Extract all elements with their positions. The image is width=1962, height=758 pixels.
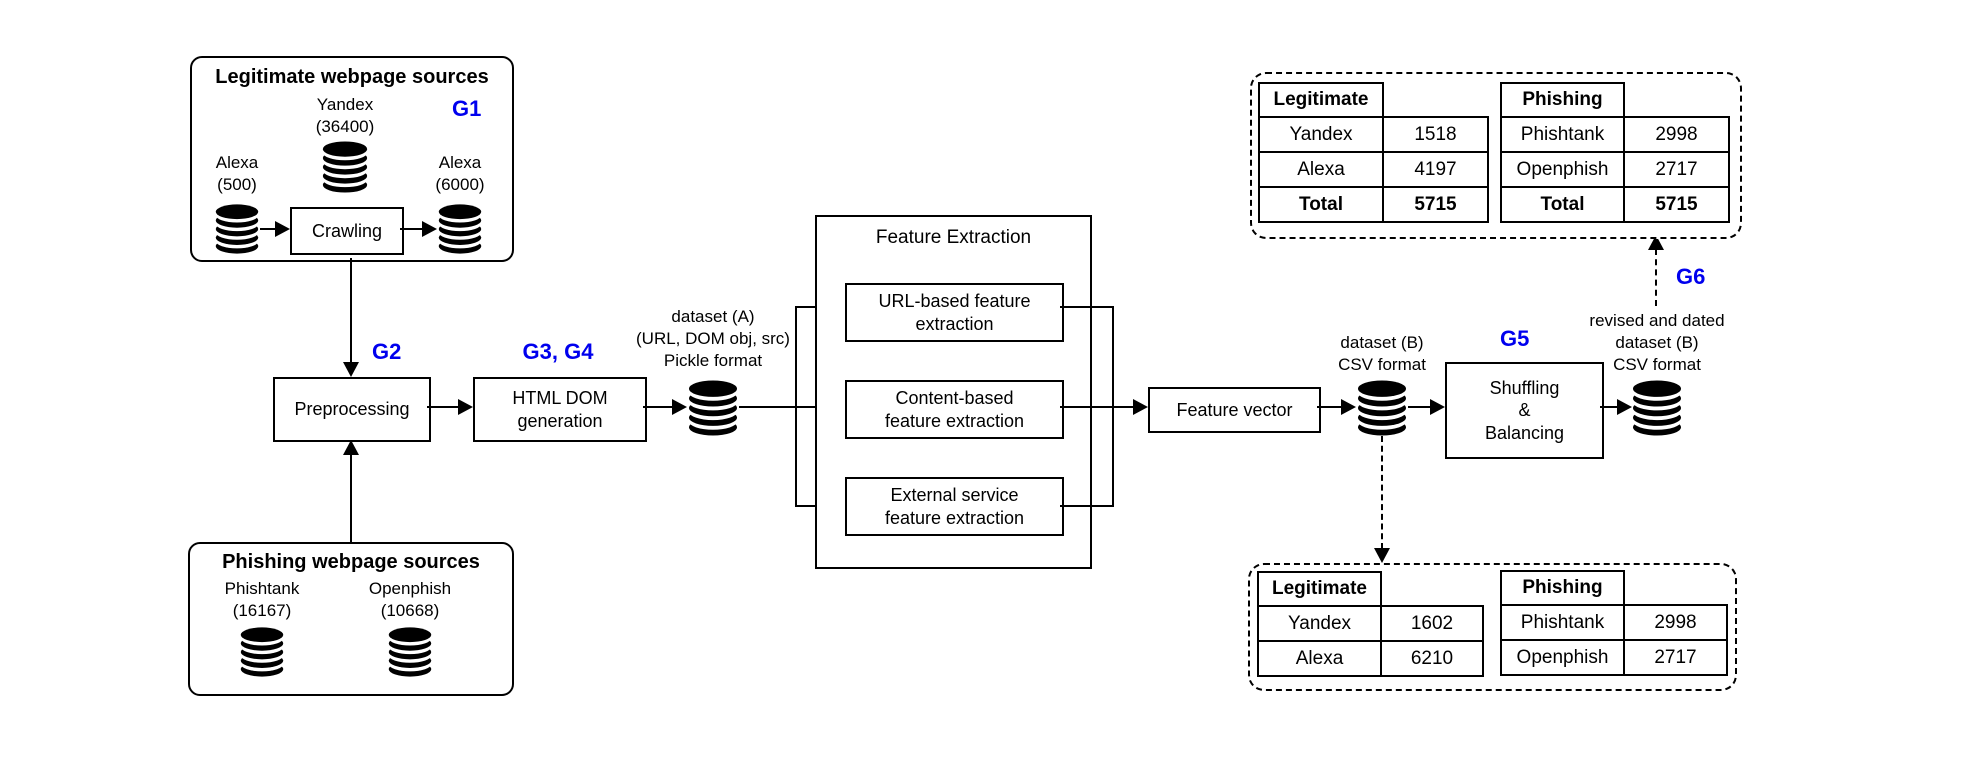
arrowhead: [458, 399, 473, 415]
feature-vector-node: Feature vector: [1148, 387, 1321, 433]
database-icon: [321, 141, 369, 193]
g2-label: G2: [372, 339, 402, 364]
line-content-out: [1060, 406, 1114, 408]
preprocessing-node: Preprocessing: [273, 377, 431, 442]
arrowhead: [1374, 548, 1390, 563]
url-based-extraction-node: URL-based feature extraction: [845, 283, 1064, 342]
arrowhead: [1430, 399, 1445, 415]
arrowhead: [343, 362, 359, 377]
database-icon: [437, 204, 483, 254]
g1-label: G1: [452, 96, 482, 121]
openphish-source-label: Openphish (10668): [368, 579, 452, 620]
database-icon: [687, 380, 739, 436]
line-to-content-based: [795, 406, 831, 408]
g6-label: G6: [1676, 264, 1706, 289]
external-service-extraction-node: External service feature extraction: [845, 477, 1064, 536]
table-row: Phishing: [1500, 570, 1727, 606]
g5-label: G5: [1500, 326, 1530, 351]
database-icon: [1356, 380, 1408, 436]
crawling-node: Crawling: [290, 207, 404, 255]
database-icon: [239, 627, 285, 677]
arrow-dataset-b-to-shuffling: [1408, 406, 1431, 408]
arrowhead: [1617, 399, 1632, 415]
feature-extraction-title: Feature Extraction: [875, 227, 1032, 248]
table-row: Phishing: [1500, 82, 1729, 118]
table-row: Legitimate: [1258, 82, 1488, 118]
arrowhead: [1341, 399, 1356, 415]
line-merge-to-feature-vector: [1112, 406, 1134, 408]
arrow-phishing-to-preprocessing: [350, 455, 352, 542]
line-external-out: [1060, 505, 1114, 507]
arrow-legit-to-preprocessing: [350, 258, 352, 363]
arrow-preprocessing-to-htmldom: [427, 406, 459, 408]
yandex-source-label: Yandex (36400): [315, 95, 375, 136]
arrowhead: [275, 221, 290, 237]
shuffling-balancing-node: Shuffling & Balancing: [1445, 362, 1604, 459]
database-icon: [387, 627, 433, 677]
dashed-arrow-to-initial-summary: [1381, 436, 1383, 549]
arrowhead: [422, 221, 437, 237]
phishing-sources-title: Phishing webpage sources: [222, 551, 480, 573]
database-icon: [1631, 380, 1683, 436]
alexa-6000-label: Alexa (6000): [435, 153, 485, 194]
arrow-fv-to-dataset-b: [1317, 406, 1342, 408]
arrow-shuffling-to-revised: [1600, 406, 1618, 408]
g3-g4-label: G3, G4: [522, 339, 594, 364]
htmldom-generation-node: HTML DOM generation: [473, 377, 647, 442]
arrowhead: [1133, 399, 1148, 415]
dataset-a-label: dataset (A) (URL, DOM obj, src) Pickle f…: [636, 307, 790, 370]
legitimate-sources-title: Legitimate webpage sources: [215, 66, 489, 88]
table-row: Legitimate: [1257, 571, 1483, 607]
arrowhead: [343, 440, 359, 455]
dashed-arrow-to-final-summary: [1655, 249, 1657, 306]
line-url-out: [1060, 306, 1114, 308]
arrow-alexa500-to-crawling: [260, 228, 276, 230]
line-dataset-a-to-split: [739, 406, 797, 408]
dataset-b-label: dataset (B) CSV format: [1338, 333, 1426, 374]
alexa-500-label: Alexa (500): [215, 153, 259, 194]
arrow-crawling-to-alexa6000: [400, 228, 423, 230]
line-to-external-service: [795, 505, 831, 507]
arrow-htmldom-to-dataset-a: [643, 406, 673, 408]
phishtank-source-label: Phishtank (16167): [224, 579, 300, 620]
content-based-extraction-node: Content-based feature extraction: [845, 380, 1064, 439]
database-icon: [214, 204, 260, 254]
arrowhead: [672, 399, 687, 415]
line-to-url-based: [795, 306, 831, 308]
revised-dataset-b-label: revised and dated dataset (B) CSV format: [1589, 311, 1725, 374]
